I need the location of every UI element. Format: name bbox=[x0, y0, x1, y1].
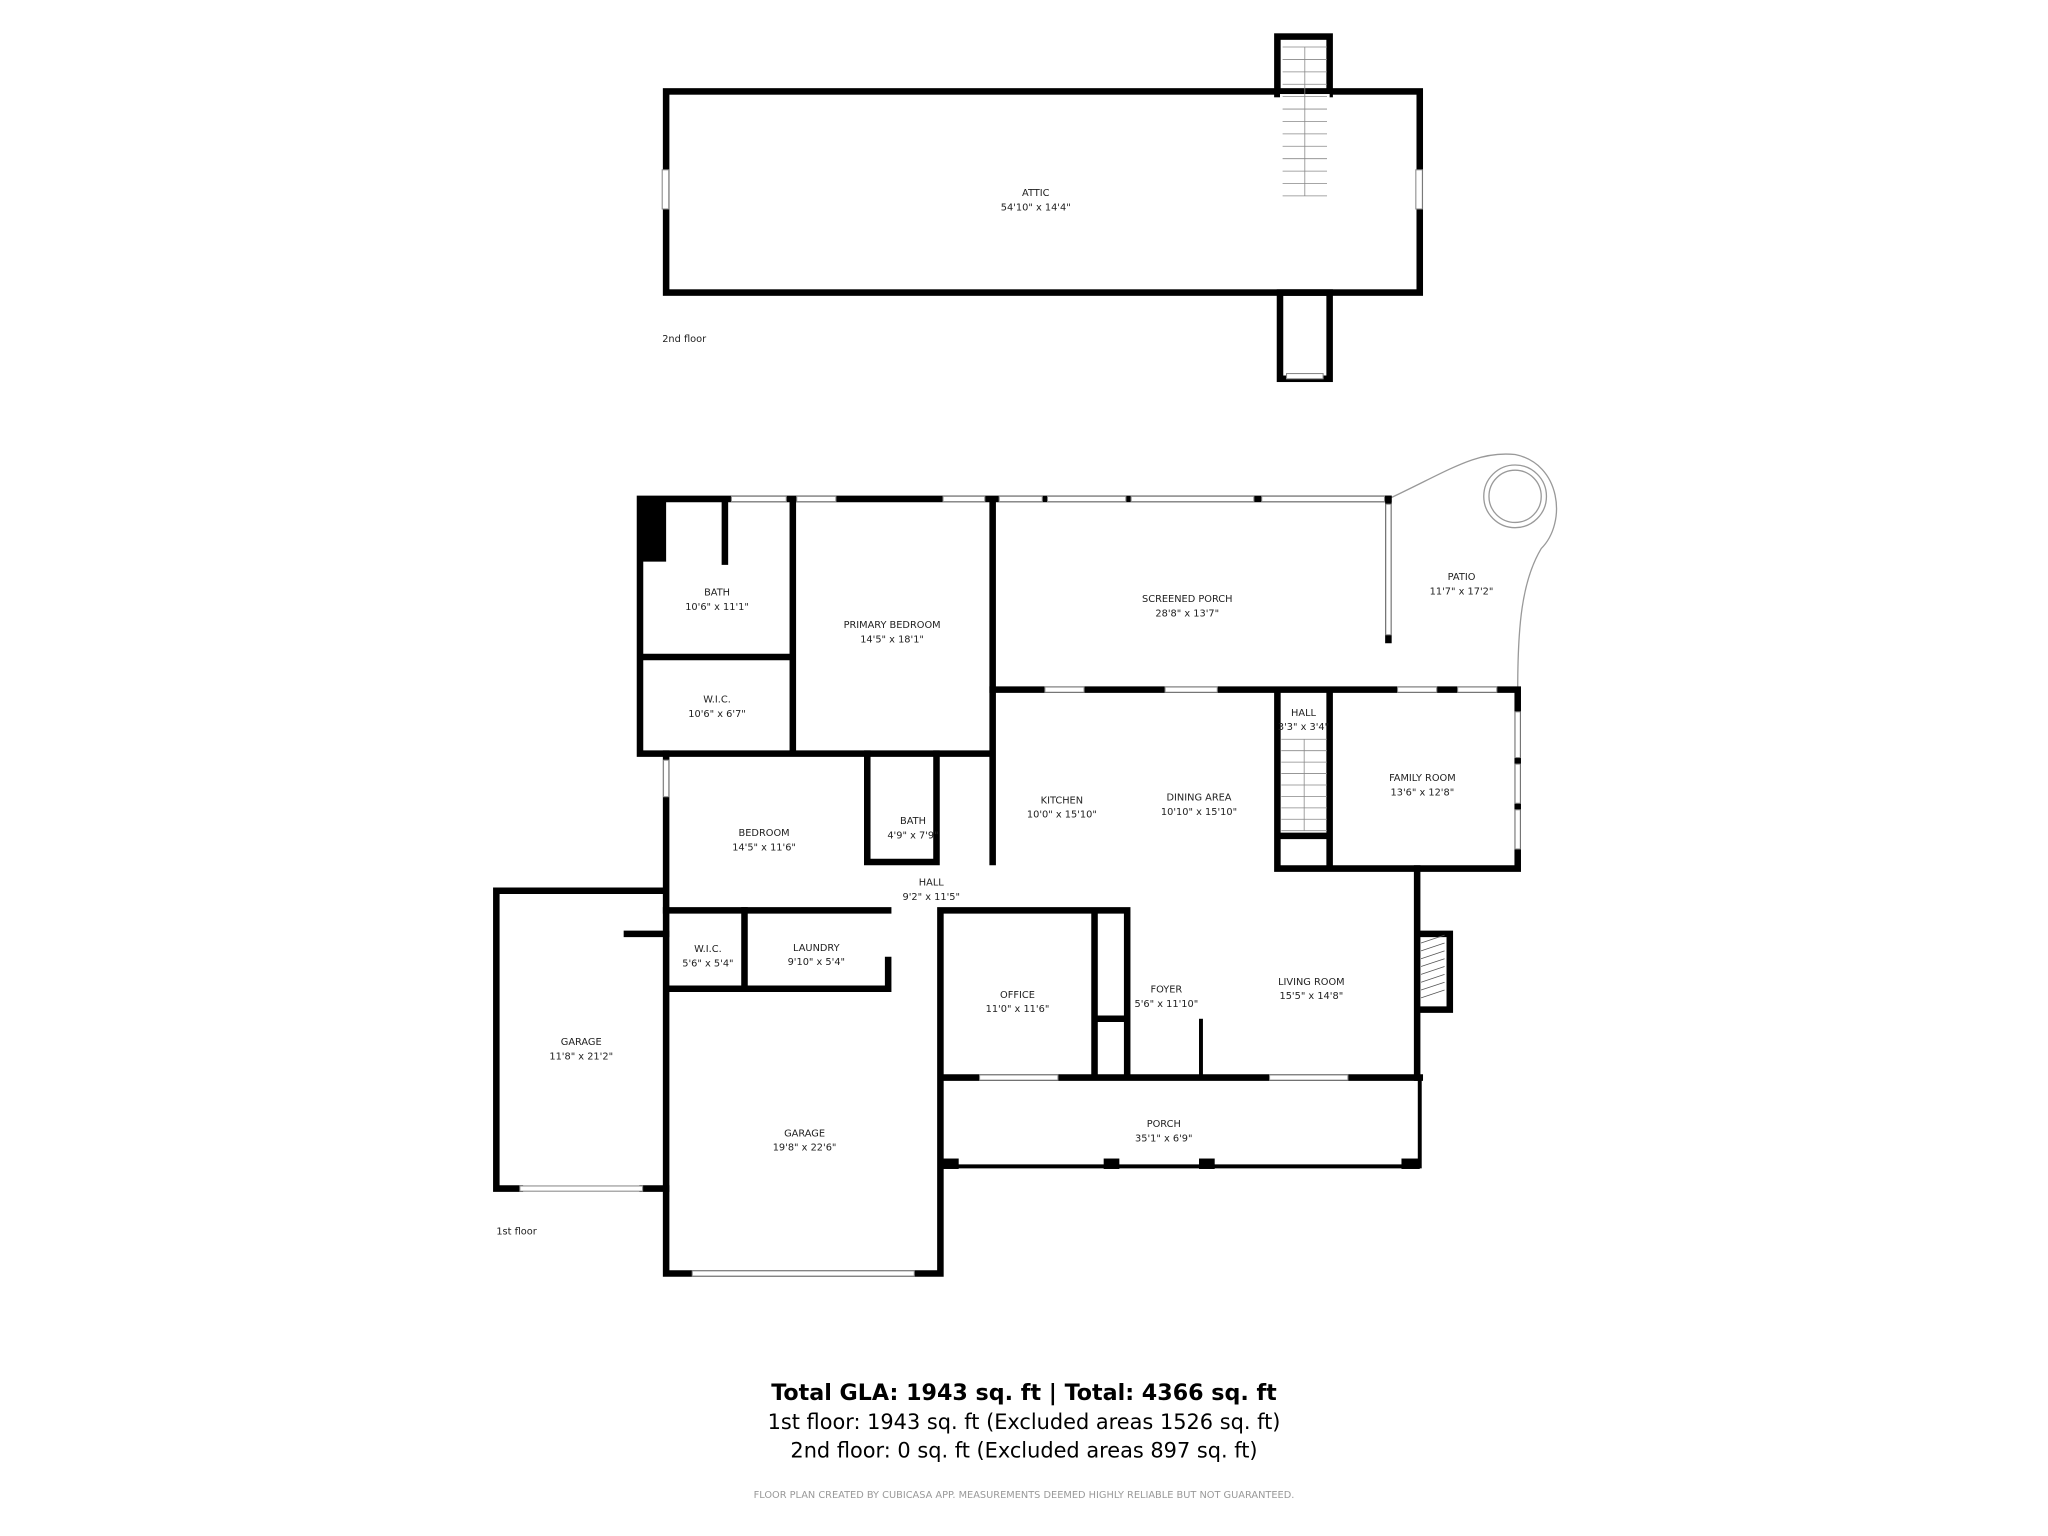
room-labels: BATH 10'6" x 11'1" PRIMARY BEDROOM 14'5"… bbox=[549, 572, 1493, 1154]
room-dims: 10'6" x 6'7" bbox=[688, 709, 746, 720]
room-dims: 13'6" x 12'8" bbox=[1391, 787, 1455, 798]
main-stairs bbox=[1281, 738, 1328, 832]
room-name: KITCHEN bbox=[1041, 795, 1083, 806]
fireplace-hatch-line bbox=[1420, 973, 1445, 983]
room-name: W.I.C. bbox=[694, 944, 722, 955]
room-dims: 28'8" x 13'7" bbox=[1155, 608, 1219, 619]
room-dims: 19'8" x 22'6" bbox=[773, 1143, 837, 1154]
room-dims: 14'5" x 18'1" bbox=[860, 635, 924, 646]
room-name: BATH bbox=[900, 816, 926, 827]
room-dims: 9'10" x 5'4" bbox=[788, 957, 846, 968]
room-dims: 14'5" x 11'6" bbox=[732, 842, 796, 853]
room-dims: 10'0" x 15'10" bbox=[1027, 810, 1097, 821]
room-name: BATH bbox=[704, 588, 730, 599]
room-name: OFFICE bbox=[1000, 990, 1035, 1001]
room-dims: 3'3" x 3'4" bbox=[1278, 722, 1329, 733]
room-dims: 10'10" x 15'10" bbox=[1161, 807, 1237, 818]
second-floor-area: 2nd floor: 0 sq. ft (Excluded areas 897 … bbox=[790, 1439, 1257, 1463]
fireplace-hatch-line bbox=[1420, 989, 1445, 999]
room-dims: 4'9" x 7'9" bbox=[887, 831, 938, 842]
room-name: GARAGE bbox=[561, 1037, 602, 1048]
room-name: LIVING ROOM bbox=[1278, 977, 1345, 988]
hot-tub bbox=[1483, 464, 1548, 529]
fireplace-hatch-line bbox=[1420, 981, 1445, 991]
fireplace-hatch-line bbox=[1420, 942, 1445, 952]
room-name: GARAGE bbox=[784, 1128, 825, 1139]
room-name: PATIO bbox=[1448, 572, 1476, 583]
room-name: ATTIC bbox=[1022, 188, 1050, 199]
fireplace-hatch-line bbox=[1420, 950, 1445, 960]
room-name: FAMILY ROOM bbox=[1389, 773, 1456, 784]
room-name: BEDROOM bbox=[739, 828, 790, 839]
room-name: W.I.C. bbox=[703, 695, 731, 706]
room-dims: 11'8" x 21'2" bbox=[549, 1051, 613, 1062]
room-name: DINING AREA bbox=[1167, 793, 1232, 804]
fireplace bbox=[1420, 934, 1445, 999]
disclaimer: FLOOR PLAN CREATED BY CUBICASA APP. MEAS… bbox=[754, 1490, 1295, 1501]
room-name: LAUNDRY bbox=[793, 943, 840, 954]
room-dims: 5'6" x 11'10" bbox=[1135, 999, 1199, 1010]
room-name: FOYER bbox=[1150, 985, 1182, 996]
floor-label: 1st floor bbox=[496, 1226, 537, 1237]
fireplace-hatch-line bbox=[1420, 934, 1445, 944]
room-name: SCREENED PORCH bbox=[1142, 594, 1232, 605]
fireplace-hatch-line bbox=[1420, 958, 1445, 967]
first-floor-plan: BATH 10'6" x 11'1" PRIMARY BEDROOM 14'5"… bbox=[493, 453, 1558, 1277]
fireplace-hatch-line bbox=[1420, 966, 1445, 975]
room-dims: 54'10" x 14'4" bbox=[1001, 202, 1071, 213]
room-dims: 11'0" x 11'6" bbox=[986, 1004, 1050, 1015]
room-dims: 5'6" x 5'4" bbox=[682, 959, 733, 970]
room-dims: 11'7" x 17'2" bbox=[1430, 586, 1494, 597]
room-dims: 15'5" x 14'8" bbox=[1279, 991, 1343, 1002]
second-floor-plan: ATTIC 54'10" x 14'4" 2nd floor bbox=[661, 33, 1424, 383]
first-floor-area: 1st floor: 1943 sq. ft (Excluded areas 1… bbox=[768, 1410, 1281, 1434]
room-name: HALL bbox=[919, 878, 944, 889]
room-name: HALL bbox=[1291, 708, 1316, 719]
patio-outline bbox=[1388, 453, 1558, 690]
floor-label: 2nd floor bbox=[662, 334, 707, 345]
room-name: PRIMARY BEDROOM bbox=[844, 620, 941, 631]
room-name: PORCH bbox=[1147, 1119, 1181, 1130]
total-area: Total GLA: 1943 sq. ft | Total: 4366 sq.… bbox=[771, 1380, 1277, 1406]
room-dims: 9'2" x 11'5" bbox=[903, 892, 961, 903]
room-dims: 10'6" x 11'1" bbox=[685, 602, 749, 613]
room-dims: 35'1" x 6'9" bbox=[1135, 1134, 1193, 1145]
attic-stairs bbox=[1274, 33, 1333, 383]
